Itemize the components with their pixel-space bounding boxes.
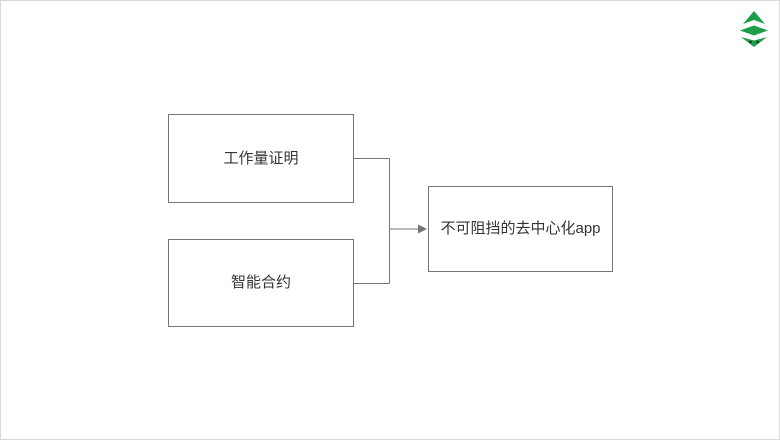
- ethereum-classic-logo-icon: [740, 11, 768, 47]
- node-smart-contract: 智能合约: [168, 239, 354, 327]
- node-proof-of-work: 工作量证明: [168, 114, 354, 203]
- node-proof-of-work-label: 工作量证明: [223, 149, 299, 167]
- node-dapp: 不可阻挡的去中心化app: [428, 186, 613, 272]
- node-smart-contract-label: 智能合约: [230, 274, 291, 291]
- arrowhead-icon: [418, 224, 427, 234]
- node-dapp-label: 不可阻挡的去中心化app: [440, 220, 601, 237]
